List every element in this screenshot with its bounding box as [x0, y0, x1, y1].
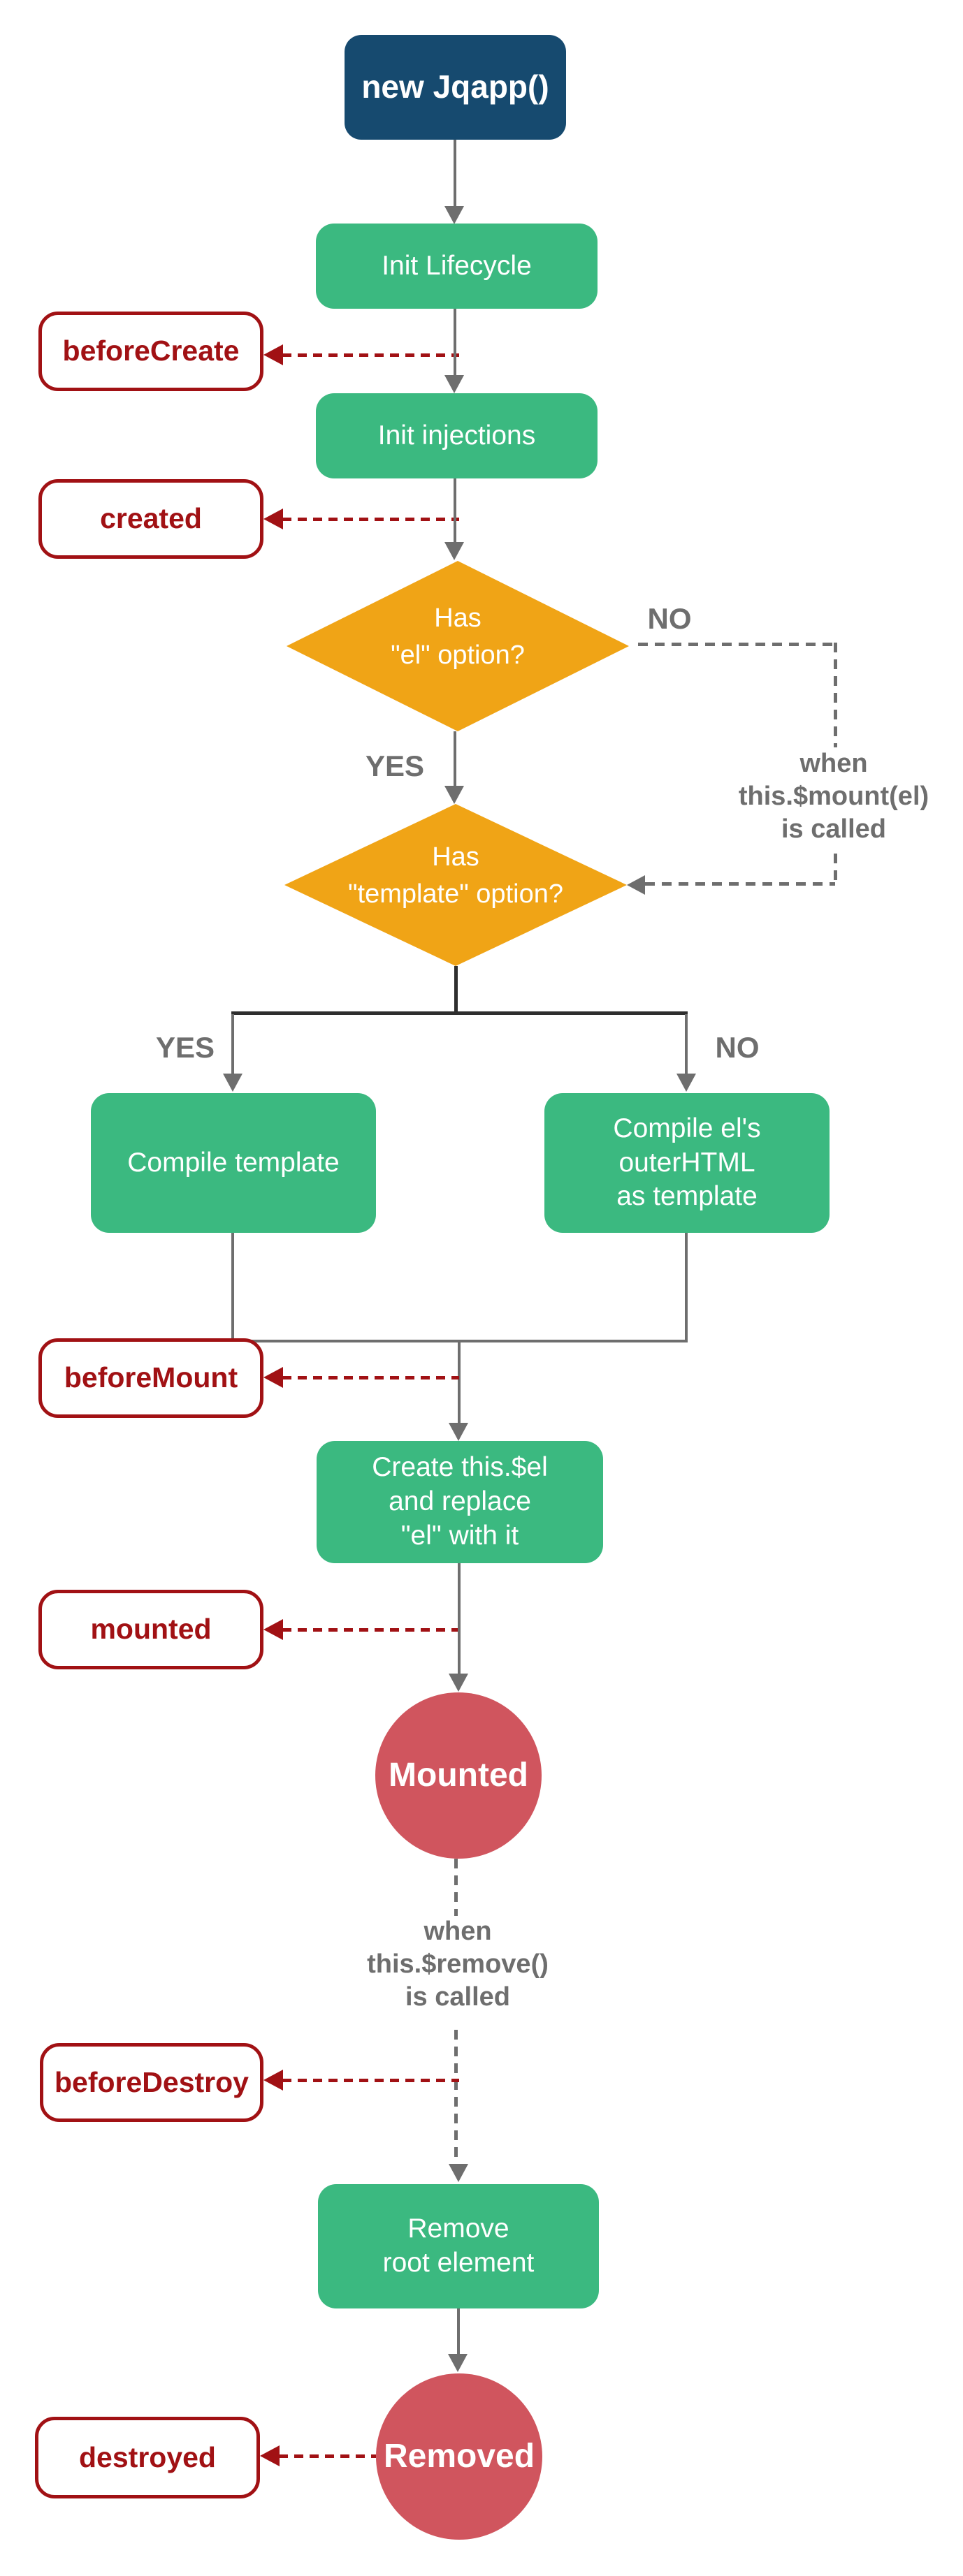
arrowhead-left-icon [263, 2070, 283, 2091]
compile-outerhtml-line3: as template [616, 1181, 758, 1212]
create-el-line1: Create this.$el [372, 1452, 548, 1483]
edge-start-to-lifecycle [454, 140, 456, 208]
removed-state-circle: Removed [376, 2373, 542, 2540]
arrowhead-down-icon [448, 2354, 468, 2372]
start-node-label: new Jqapp() [361, 68, 549, 105]
hook-created-label: created [100, 502, 202, 535]
removed-state-label: Removed [383, 2438, 535, 2475]
edge-yes-branch-down [231, 1014, 234, 1076]
dashed-edge-mounted-down [454, 1859, 458, 1916]
dashed-edge-destroyed [279, 2454, 376, 2458]
edge-yes-branch-merge [231, 1233, 234, 1342]
start-node: new Jqapp() [345, 35, 566, 140]
arrowhead-left-icon [263, 508, 283, 529]
arrowhead-down-icon [444, 206, 464, 224]
init-injections-node: Init injections [316, 393, 598, 478]
dashed-edge-no-vertical-lower [834, 854, 837, 885]
decision-has-el-option: Has "el" option? [287, 561, 629, 731]
compile-outerhtml-node: Compile el's outerHTML as template [544, 1093, 830, 1233]
hook-mounted-label: mounted [90, 1613, 212, 1646]
arrowhead-left-icon [263, 1619, 283, 1640]
hook-destroyed: destroyed [35, 2417, 260, 2498]
dashed-edge-no-horizontal [638, 643, 835, 646]
compile-outerhtml-line2: outerHTML [618, 1147, 755, 1178]
arrowhead-left-icon [263, 1367, 283, 1388]
mount-note-line1: when [799, 749, 868, 778]
remove-root-line1: Remove [407, 2213, 509, 2244]
create-el-node: Create this.$el and replace "el" with it [317, 1441, 603, 1563]
init-lifecycle-node: Init Lifecycle [316, 224, 598, 309]
compile-outerhtml-line1: Compile el's [613, 1113, 761, 1143]
hook-before-create: beforeCreate [38, 312, 263, 391]
hook-before-create-label: beforeCreate [62, 335, 240, 367]
dashed-edge-before-destroy [282, 2079, 459, 2082]
arrowhead-left-icon [260, 2445, 280, 2466]
hook-before-destroy: beforeDestroy [40, 2043, 263, 2122]
init-lifecycle-label: Init Lifecycle [382, 250, 532, 281]
create-el-line3: "el" with it [400, 1520, 519, 1551]
arrowhead-down-icon [444, 542, 464, 560]
remove-root-node: Remove root element [318, 2184, 599, 2308]
label-el-yes: YES [365, 749, 425, 782]
decision-template-line1: Has [432, 842, 479, 872]
dashed-edge-mounted [282, 1628, 459, 1632]
dashed-edge-to-remove [454, 2030, 458, 2164]
label-template-yes: YES [155, 1031, 215, 1064]
compile-template-node: Compile template [91, 1093, 376, 1233]
hook-before-mount-label: beforeMount [64, 1361, 238, 1394]
mount-note-line3: is called [781, 814, 886, 844]
edge-el-to-template-decision [454, 731, 456, 787]
arrowhead-down-icon [449, 1674, 468, 1692]
edge-injections-to-el-decision [454, 478, 456, 543]
hook-mounted: mounted [38, 1590, 263, 1669]
arrowhead-down-icon [223, 1074, 242, 1092]
decision-has-template-option: Has "template" option? [284, 804, 627, 966]
create-el-line2: and replace [389, 1486, 531, 1517]
compile-template-label: Compile template [127, 1147, 340, 1178]
mounted-state-label: Mounted [389, 1757, 528, 1794]
arrowhead-down-icon [449, 2164, 468, 2182]
decision-el-line2: "el" option? [391, 641, 525, 670]
mount-note-line2: this.$mount(el) [738, 782, 929, 811]
arrowhead-down-icon [676, 1074, 696, 1092]
edge-split-bar [231, 1011, 688, 1015]
edge-remove-to-removed [457, 2308, 460, 2355]
edge-no-branch-down [685, 1014, 688, 1076]
remove-note-line1: when [423, 1917, 492, 1946]
remove-root-line2: root element [382, 2248, 535, 2278]
decision-template-line2: "template" option? [348, 879, 563, 909]
arrowhead-down-icon [444, 786, 464, 804]
dashed-edge-no-vertical-upper [834, 643, 837, 747]
hook-before-mount: beforeMount [38, 1338, 263, 1418]
edge-create-to-mounted [458, 1563, 461, 1676]
dashed-edge-before-create [282, 353, 459, 357]
hook-destroyed-label: destroyed [79, 2440, 216, 2473]
edge-merge-to-create [458, 1341, 461, 1424]
arrowhead-left-icon [263, 344, 283, 365]
decision-el-line1: Has [434, 603, 482, 633]
label-template-no: NO [715, 1031, 760, 1064]
arrowhead-down-icon [444, 375, 464, 393]
init-injections-label: Init injections [377, 420, 536, 451]
dashed-edge-created [282, 518, 459, 521]
edge-template-decision-stem [454, 966, 458, 1014]
remove-note-line2: this.$remove() [367, 1949, 549, 1979]
dashed-edge-before-mount [282, 1376, 459, 1380]
dashed-edge-no-return [645, 882, 835, 886]
label-el-no: NO [647, 602, 692, 635]
mounted-state-circle: Mounted [375, 1692, 542, 1859]
arrowhead-left-icon [627, 875, 645, 895]
remove-note: when this.$remove() is called [332, 1915, 584, 2014]
remove-note-line3: is called [405, 1982, 510, 2012]
arrowhead-down-icon [449, 1423, 468, 1441]
edge-no-branch-merge [685, 1233, 688, 1342]
edge-lifecycle-to-injections [454, 309, 456, 376]
hook-before-destroy-label: beforeDestroy [55, 2065, 249, 2098]
hook-created: created [38, 479, 263, 559]
mount-note: when this.$mount(el) is called [718, 747, 949, 846]
